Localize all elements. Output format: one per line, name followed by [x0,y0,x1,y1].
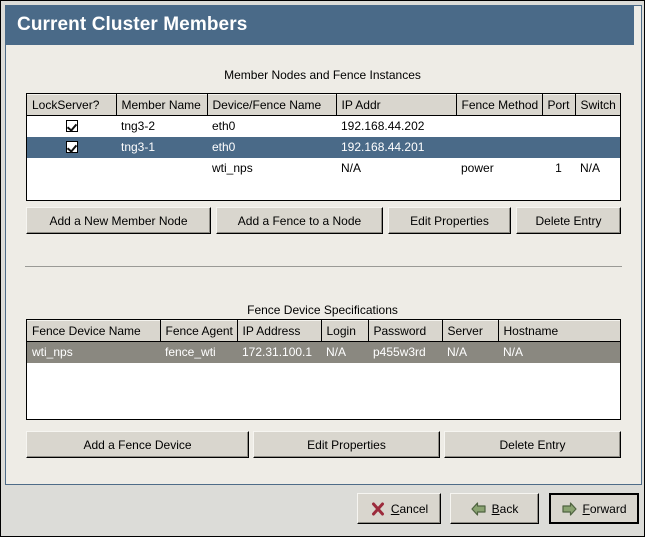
edit-properties-fence-button[interactable]: Edit Properties [253,431,440,458]
cell-switch [575,116,620,137]
arrow-left-icon [471,501,487,517]
column-header-hostname[interactable]: Hostname [498,320,620,342]
table-row-selected[interactable]: wti_nps fence_wti 172.31.100.1 N/A p455w… [27,341,620,363]
delete-entry-member-button[interactable]: Delete Entry [516,207,621,234]
cell-fence-method [456,136,542,158]
column-header-fence-method[interactable]: Fence Method [456,94,543,116]
title-bar: Current Cluster Members [5,5,634,45]
column-header-switch[interactable]: Switch [575,94,620,116]
cell-member-name: tng3-1 [116,136,207,158]
add-fence-to-node-button[interactable]: Add a Fence to a Node [216,207,383,234]
fence-device-grid: Fence Device Name Fence Agent IP Address… [27,320,620,363]
cell-port [542,116,575,137]
delete-entry-fence-button[interactable]: Delete Entry [444,431,621,458]
cancel-x-icon [370,501,386,517]
cell-lockserver[interactable] [27,136,116,158]
cell-switch: N/A [580,161,601,175]
cell-fence-agent: fence_wti [160,341,237,363]
cell-port [542,136,575,158]
table-row[interactable]: wti_nps N/A power 1 N/A [27,158,620,179]
cell-lockserver[interactable] [27,116,116,137]
member-nodes-grid: LockServer? Member Name Device/Fence Nam… [27,94,620,179]
checkbox-checked-icon[interactable] [65,141,78,153]
column-header-port[interactable]: Port [542,94,576,116]
member-nodes-table[interactable]: LockServer? Member Name Device/Fence Nam… [26,93,621,201]
cell-hostname: N/A [498,341,620,363]
cell-device-fence-name: wti_nps [212,161,253,175]
back-button-label: Back [491,501,519,516]
cancel-button-label: Cancel [390,501,429,516]
cell-member-name: tng3-2 [121,119,156,134]
back-button[interactable]: Back [450,493,539,524]
cell-device-fence-name: eth0 [207,136,336,158]
cell-ip-address: 172.31.100.1 [237,341,321,363]
cell-ip-addr: N/A [341,161,362,175]
edit-properties-member-button[interactable]: Edit Properties [388,207,511,234]
add-fence-device-button[interactable]: Add a Fence Device [26,431,249,458]
section-separator [25,266,622,267]
cell-lockserver [27,158,116,179]
cell-port: 1 [555,161,562,175]
cell-fence-method: power [461,161,494,175]
checkbox-checked-icon[interactable] [65,120,78,133]
cancel-button[interactable]: Cancel [357,493,441,524]
column-header-ip-addr[interactable]: IP Addr [336,94,457,116]
table-header-row: Fence Device Name Fence Agent IP Address… [27,320,620,342]
cell-member-name [116,158,207,179]
fence-device-table[interactable]: Fence Device Name Fence Agent IP Address… [26,319,621,420]
table-header-row: LockServer? Member Name Device/Fence Nam… [27,94,620,116]
fence-section-caption: Fence Device Specifications [247,303,398,317]
table-row[interactable]: tng3-2 eth0 192.168.44.202 [27,116,620,137]
forward-button-label: Forward [582,501,627,516]
column-header-login[interactable]: Login [321,320,369,342]
table-row-selected[interactable]: tng3-1 eth0 192.168.44.201 [27,136,620,158]
cell-server: N/A [442,341,498,363]
column-header-lockserver[interactable]: LockServer? [27,94,117,116]
column-header-password[interactable]: Password [368,320,443,342]
cell-switch [575,136,620,158]
cell-login: N/A [321,341,368,363]
cell-ip-addr: 192.168.44.201 [336,136,456,158]
dialog-action-area: Cancel Back Forward [1,487,644,536]
cell-fence-device-name: wti_nps [27,341,160,363]
column-header-fence-agent[interactable]: Fence Agent [160,320,238,342]
page-title: Current Cluster Members [17,14,248,35]
forward-button[interactable]: Forward [549,493,639,524]
column-header-fence-device-name[interactable]: Fence Device Name [27,320,161,342]
add-new-member-node-button[interactable]: Add a New Member Node [26,207,211,234]
cell-fence-method [456,116,542,137]
members-section-caption: Member Nodes and Fence Instances [224,68,421,82]
column-header-member-name[interactable]: Member Name [116,94,208,116]
column-header-device-fence-name[interactable]: Device/Fence Name [207,94,337,116]
column-header-ip-address[interactable]: IP Address [237,320,322,342]
cell-password: p455w3rd [368,341,442,363]
cell-device-fence-name: eth0 [212,119,236,134]
cell-ip-addr: 192.168.44.202 [341,119,425,134]
arrow-right-icon [561,501,577,517]
column-header-server[interactable]: Server [442,320,499,342]
